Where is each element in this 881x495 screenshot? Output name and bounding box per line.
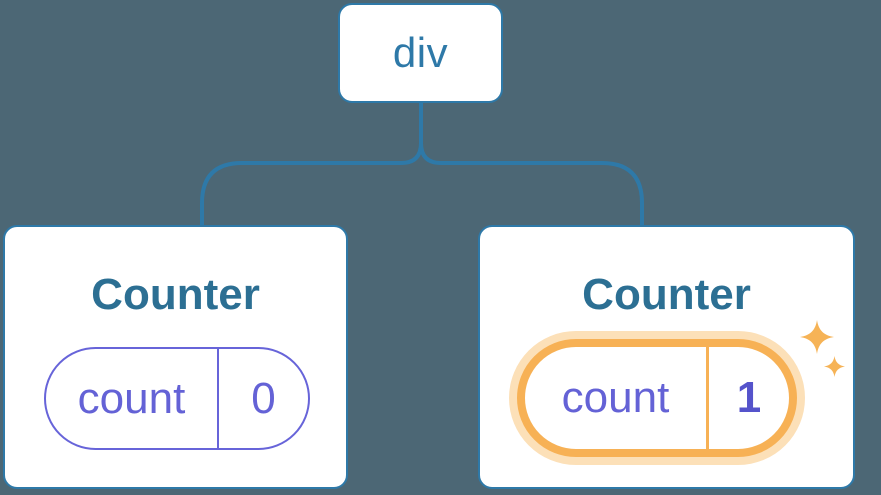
root-node: div xyxy=(338,3,503,103)
state-name: count xyxy=(77,373,186,423)
connector-right-branch xyxy=(419,103,644,226)
counter-title: Counter xyxy=(582,270,751,319)
state-pill-highlighted: count 1 xyxy=(517,339,797,457)
connector-left-branch xyxy=(200,103,423,226)
state-value: 1 xyxy=(706,347,789,449)
root-node-label: div xyxy=(392,29,449,76)
sparkle-icon-small xyxy=(824,356,845,377)
state-value: 0 xyxy=(217,349,308,448)
counter-card-initial: Counter count 0 xyxy=(3,225,348,489)
sparkle-icon-large xyxy=(800,320,834,354)
state-pill: count 0 xyxy=(44,347,310,450)
state-name: count xyxy=(561,373,670,422)
counter-card-updated: Counter count 1 xyxy=(478,225,855,489)
counter-title: Counter xyxy=(91,270,260,319)
